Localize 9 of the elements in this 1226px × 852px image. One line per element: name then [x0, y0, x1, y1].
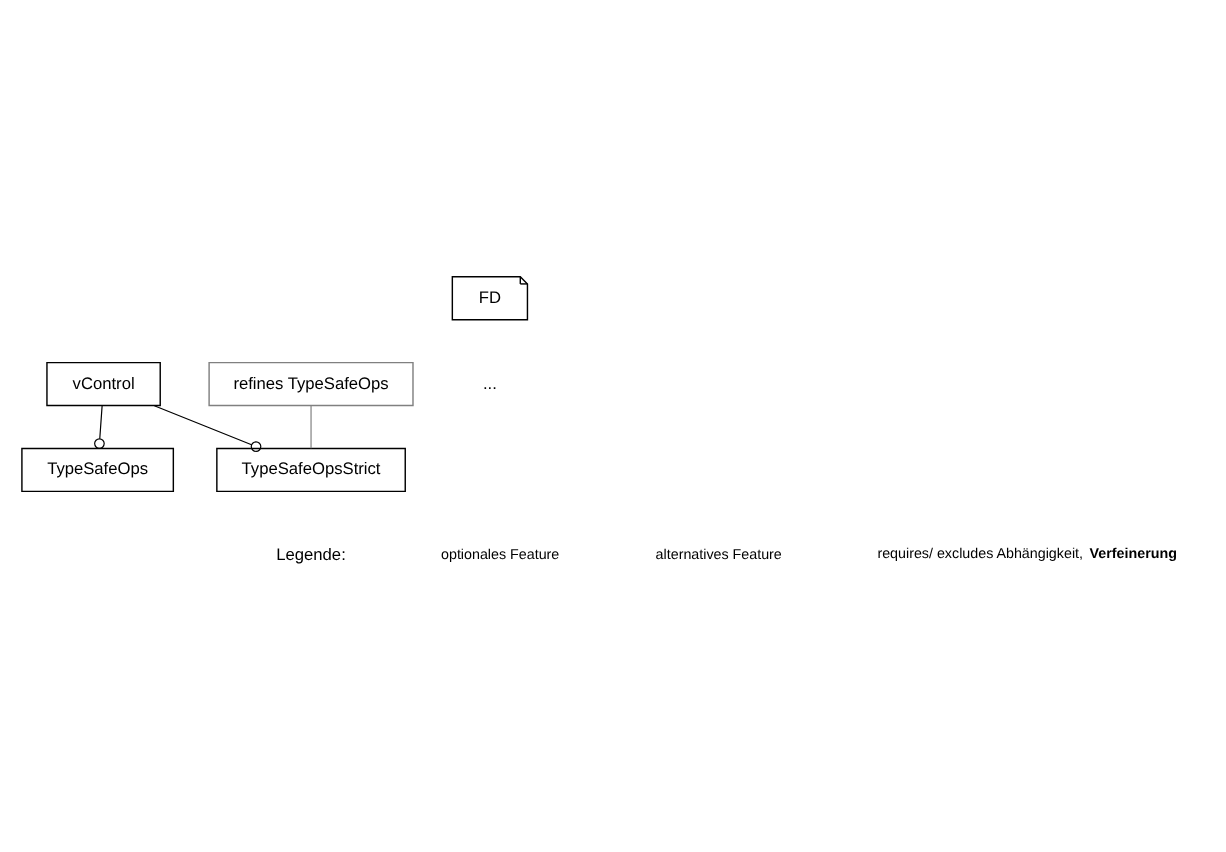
connector	[94, 404, 105, 448]
connector	[310, 404, 312, 448]
node-box: vControl	[46, 360, 161, 406]
label: Legende:	[276, 543, 346, 564]
node-box: refines TypeSafeOps	[208, 360, 414, 406]
connector	[153, 404, 262, 451]
node-box: TypeSafeOps	[21, 446, 175, 492]
node-box: TypeSafeOpsStrict	[216, 446, 406, 492]
label: ...	[482, 371, 497, 392]
